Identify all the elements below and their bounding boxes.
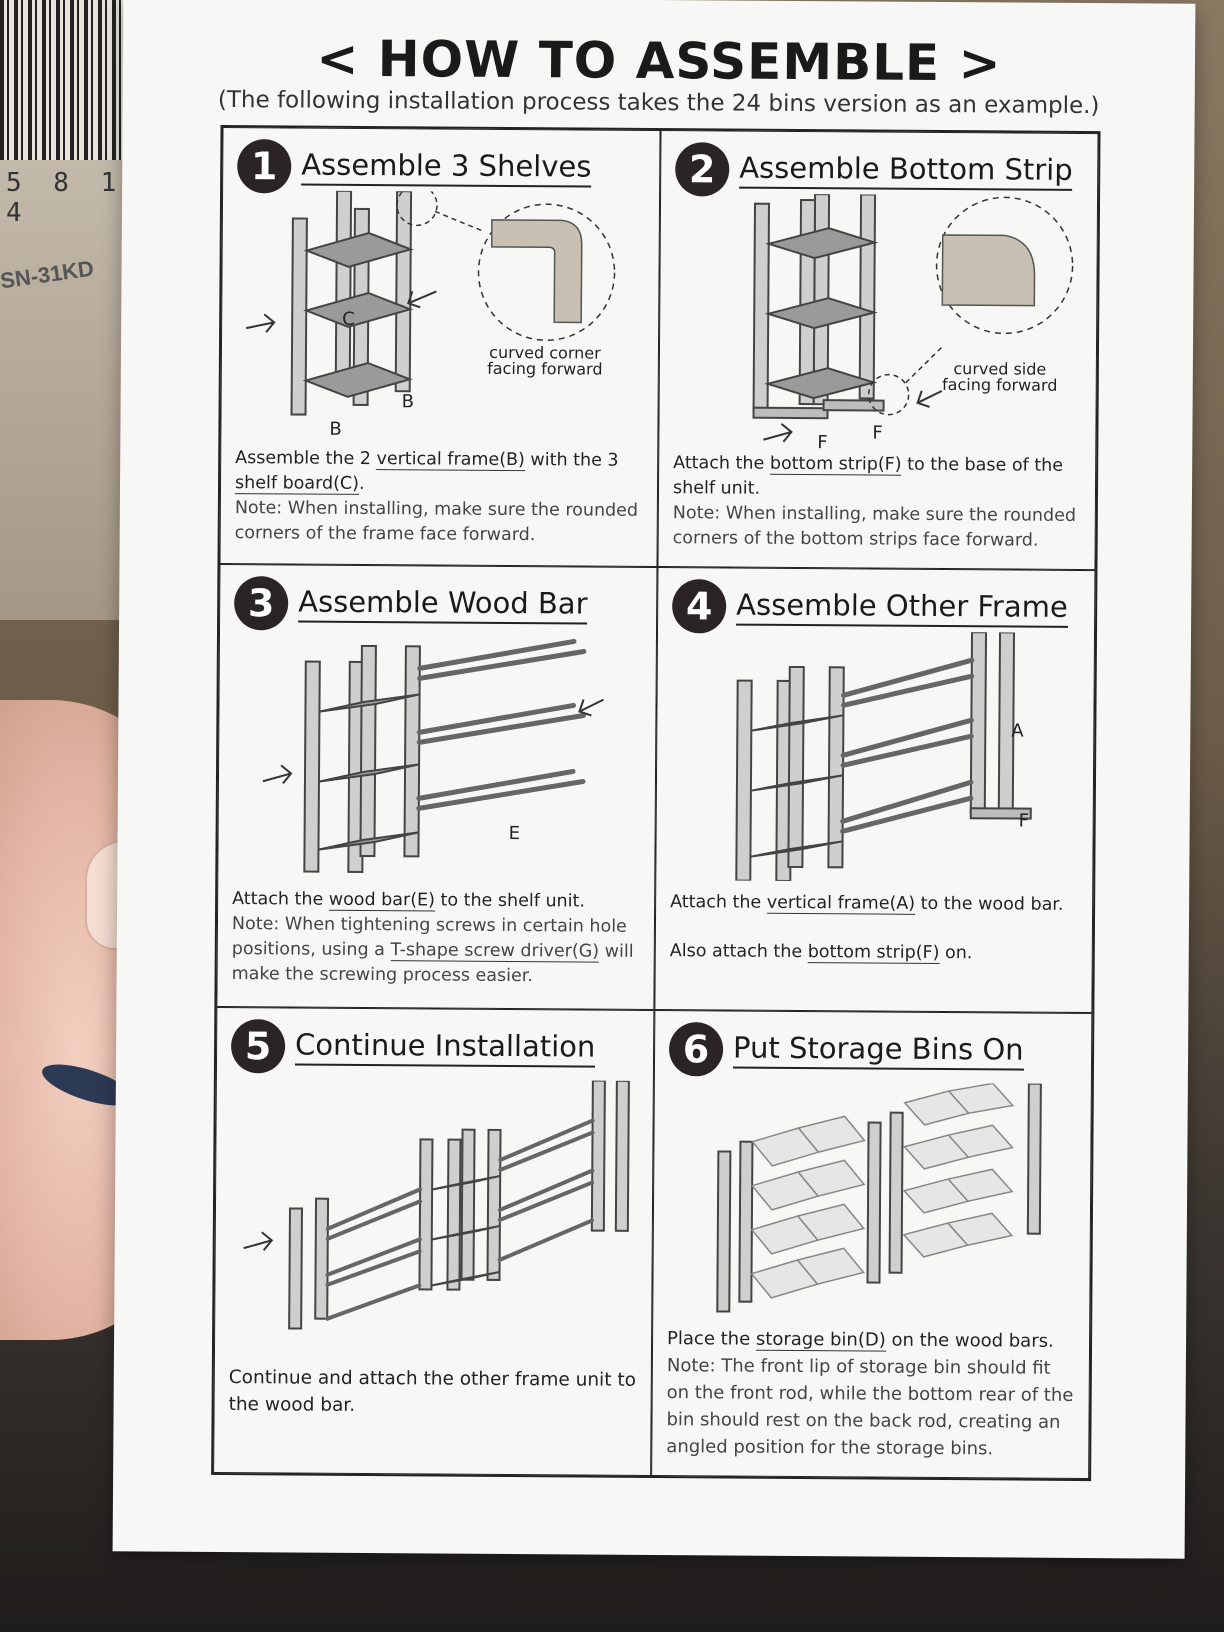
step-1-illustration [245, 190, 616, 416]
part-vertical-frame-b: vertical frame(B) [376, 449, 525, 472]
step-1-label-b-left: B [329, 418, 342, 440]
step-6-desc-text: Place the [667, 1328, 756, 1350]
step-3-header: 3 Assemble Wood Bar [234, 575, 642, 634]
step-2-label-f-right: F [872, 422, 883, 444]
step-2-number: 2 [675, 142, 730, 197]
step-3-description: Attach the wood bar(E) to the shelf unit… [232, 887, 641, 990]
step-2-callout: curved side facing forward [941, 359, 1058, 395]
step-4-header: 4 Assemble Other Frame [672, 578, 1080, 637]
step-2-label-f-left: F [817, 432, 828, 454]
step-1-label-c: C [342, 308, 355, 330]
step-1-desc-text: Assemble the 2 [235, 448, 377, 470]
step-4-desc-text: on. [939, 942, 973, 964]
step-5-header: 5 Continue Installation [230, 1018, 639, 1077]
barcode [0, 0, 140, 160]
step-5-illustration [243, 1079, 630, 1330]
step-1-note: Note: When installing, make sure the rou… [234, 498, 639, 546]
step-4-title: Assemble Other Frame [736, 587, 1068, 628]
box-label: SN-31KD [0, 255, 96, 294]
step-4-label-a: A [1011, 720, 1024, 742]
step-1-header: 1 Assemble 3 Shelves [237, 138, 645, 197]
step-6-note: Note: The front lip of storage bin shoul… [666, 1355, 1074, 1460]
step-4-description: Attach the vertical frame(A) to the wood… [670, 890, 1079, 967]
step-6: 6 Put Storage Bins On [651, 1010, 1093, 1480]
part-bottom-strip-f: bottom strip(F) [769, 453, 902, 476]
steps-grid: 1 Assemble 3 Shelves [211, 124, 1101, 1482]
step-3-label-e: E [508, 822, 521, 845]
step-5: 5 Continue Installation [213, 1006, 655, 1476]
step-5-number: 5 [230, 1019, 286, 1074]
part-shelf-board-c: shelf board(C) [234, 473, 360, 495]
box-number: 5 8 1 4 [6, 168, 125, 228]
step-4-desc-text: to the wood bar. [915, 893, 1064, 915]
step-1-description: Assemble the 2 vertical frame(B) with th… [235, 446, 644, 549]
step-3-title: Assemble Wood Bar [298, 584, 588, 625]
step-3: 3 Assemble Wood Bar [216, 563, 658, 1011]
step-6-description: Place the storage bin(D) on the wood bar… [666, 1325, 1075, 1463]
step-3-desc-text: to the shelf unit. [434, 890, 586, 912]
step-2-header: 2 Assemble Bottom Strip [675, 141, 1083, 200]
step-3-desc-text: Attach the [232, 889, 329, 910]
step-2-illustration [752, 193, 1074, 443]
page-title: < HOW TO ASSEMBLE > [316, 29, 1002, 93]
step-6-header: 6 Put Storage Bins On [668, 1021, 1077, 1080]
step-2-note: Note: When installing, make sure the rou… [672, 503, 1077, 551]
step-4: 4 Assemble Other Frame [654, 567, 1096, 1014]
part-wood-bar-e: wood bar(E) [328, 889, 436, 912]
step-3-note: Note: When tightening screws in certain … [232, 912, 641, 990]
step-3-illustration [262, 638, 604, 873]
step-2-desc-text: Attach the [673, 453, 770, 474]
step-1-label-b-right: B [401, 391, 415, 413]
step-4-illustration [735, 631, 1032, 882]
step-1-number: 1 [237, 139, 292, 194]
step-2-title: Assemble Bottom Strip [739, 150, 1073, 191]
step-1-title: Assemble 3 Shelves [301, 147, 592, 188]
step-1-desc-text: . [358, 473, 365, 494]
step-4-desc-text: Attach the [670, 892, 767, 913]
part-vertical-frame-a: vertical frame(A) [766, 892, 916, 915]
part-bottom-strip-f: bottom strip(F) [807, 942, 940, 964]
step-4-label-f: F [1018, 810, 1030, 832]
step-3-number: 3 [234, 576, 289, 631]
tool-t-shape-screwdriver-g: T-shape screw driver(G) [390, 940, 600, 963]
step-6-illustration [716, 1082, 1042, 1313]
step-5-title: Continue Installation [294, 1027, 596, 1068]
part-storage-bin-d: storage bin(D) [755, 1328, 886, 1352]
instruction-sheet: < HOW TO ASSEMBLE > (The following insta… [112, 0, 1196, 1559]
step-1-callout: curved corner facing forward [487, 342, 603, 379]
step-4-desc-text: Also attach the [669, 941, 808, 963]
step-2: 2 Assemble Bottom Strip [657, 130, 1099, 571]
step-4-number: 4 [672, 579, 727, 634]
step-6-number: 6 [668, 1022, 724, 1077]
step-6-title: Put Storage Bins On [732, 1030, 1024, 1071]
step-6-desc-text: on the wood bars. [885, 1329, 1054, 1352]
step-1: 1 Assemble 3 Shelves [219, 126, 661, 568]
step-5-description: Continue and attach the other frame unit… [228, 1367, 637, 1416]
step-1-desc-text: with the 3 [524, 450, 619, 471]
step-2-description: Attach the bottom strip(F) to the base o… [673, 451, 1082, 554]
